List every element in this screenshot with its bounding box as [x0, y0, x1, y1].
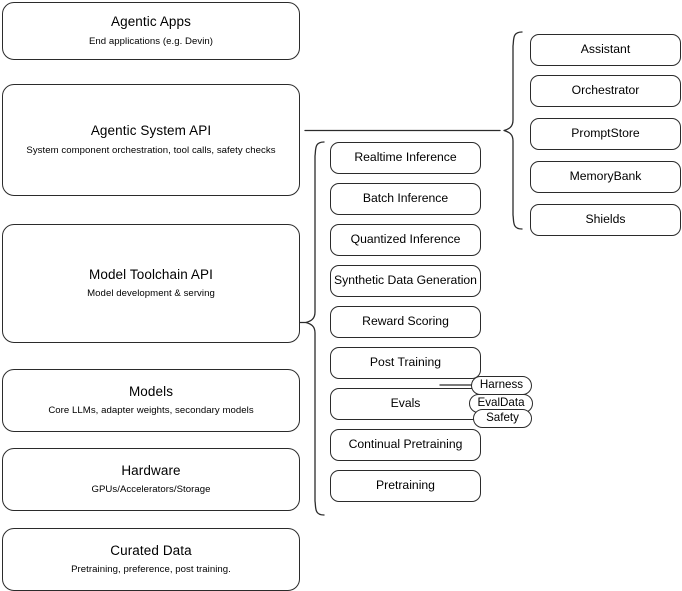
evals-pill-evaldata[interactable]: EvalData — [469, 394, 533, 413]
toolchain-box-synthetic-data-generation[interactable]: Synthetic Data Generation — [330, 265, 481, 297]
layer-box-curated-data[interactable]: Curated Data Pretraining, preference, po… — [2, 528, 300, 591]
layer-title: Agentic Apps — [110, 14, 191, 30]
toolchain-box-evals[interactable]: Evals — [330, 388, 481, 420]
layer-subtitle: GPUs/Accelerators/Storage — [91, 484, 211, 496]
layer-subtitle: System component orchestration, tool cal… — [26, 144, 276, 156]
evals-pill-label: EvalData — [477, 396, 525, 410]
system-box-shields[interactable]: Shields — [530, 204, 681, 236]
toolchain-box-pretraining[interactable]: Pretraining — [330, 470, 481, 502]
layer-box-hardware[interactable]: Hardware GPUs/Accelerators/Storage — [2, 448, 300, 511]
system-box-assistant[interactable]: Assistant — [530, 34, 681, 66]
toolchain-box-label: Post Training — [369, 355, 442, 370]
toolchain-box-label: Continual Pretraining — [348, 437, 463, 452]
layer-title: Agentic System API — [90, 123, 212, 139]
evals-pill-label: Safety — [486, 411, 519, 425]
system-box-label: PromptStore — [571, 126, 640, 141]
evals-pill-safety[interactable]: Safety — [473, 409, 532, 428]
system-box-label: Orchestrator — [571, 83, 640, 98]
toolchain-box-reward-scoring[interactable]: Reward Scoring — [330, 306, 481, 338]
layer-subtitle: Pretraining, preference, post training. — [71, 564, 231, 576]
toolchain-box-label: Realtime Inference — [354, 150, 457, 165]
toolchain-box-quantized-inference[interactable]: Quantized Inference — [330, 224, 481, 256]
system-box-memorybank[interactable]: MemoryBank — [530, 161, 681, 193]
layer-title: Hardware — [121, 462, 181, 478]
layer-subtitle: Model development & serving — [87, 288, 215, 300]
layer-title: Models — [128, 383, 174, 399]
system-box-promptstore[interactable]: PromptStore — [530, 118, 681, 150]
toolchain-box-batch-inference[interactable]: Batch Inference — [330, 183, 481, 215]
layer-title: Model Toolchain API — [89, 266, 213, 282]
evals-pill-harness[interactable]: Harness — [471, 376, 532, 395]
toolchain-components-brace — [305, 141, 325, 516]
toolchain-box-label: Reward Scoring — [362, 314, 449, 329]
layer-subtitle: End applications (e.g. Devin) — [88, 35, 214, 47]
evals-pill-label: Harness — [479, 378, 524, 392]
system-components-brace — [503, 31, 523, 230]
toolchain-box-post-training[interactable]: Post Training — [330, 347, 481, 379]
layer-box-agentic-apps[interactable]: Agentic Apps End applications (e.g. Devi… — [2, 2, 300, 60]
system-box-label: Shields — [585, 212, 626, 227]
toolchain-box-label: Synthetic Data Generation — [334, 273, 477, 288]
toolchain-box-realtime-inference[interactable]: Realtime Inference — [330, 142, 481, 174]
toolchain-box-continual-pretraining[interactable]: Continual Pretraining — [330, 429, 481, 461]
layer-box-agentic-system-api[interactable]: Agentic System API System component orch… — [2, 84, 300, 196]
toolchain-box-label: Pretraining — [376, 478, 435, 493]
layer-box-models[interactable]: Models Core LLMs, adapter weights, secon… — [2, 369, 300, 432]
system-box-label: Assistant — [580, 42, 631, 57]
system-box-orchestrator[interactable]: Orchestrator — [530, 75, 681, 107]
layer-title: Curated Data — [110, 542, 192, 558]
toolchain-box-label: Batch Inference — [362, 191, 449, 206]
system-box-label: MemoryBank — [569, 169, 642, 184]
layer-box-model-toolchain-api[interactable]: Model Toolchain API Model development & … — [2, 224, 300, 343]
toolchain-box-label: Evals — [390, 396, 421, 411]
layer-subtitle: Core LLMs, adapter weights, secondary mo… — [48, 405, 254, 417]
toolchain-box-label: Quantized Inference — [350, 232, 461, 247]
